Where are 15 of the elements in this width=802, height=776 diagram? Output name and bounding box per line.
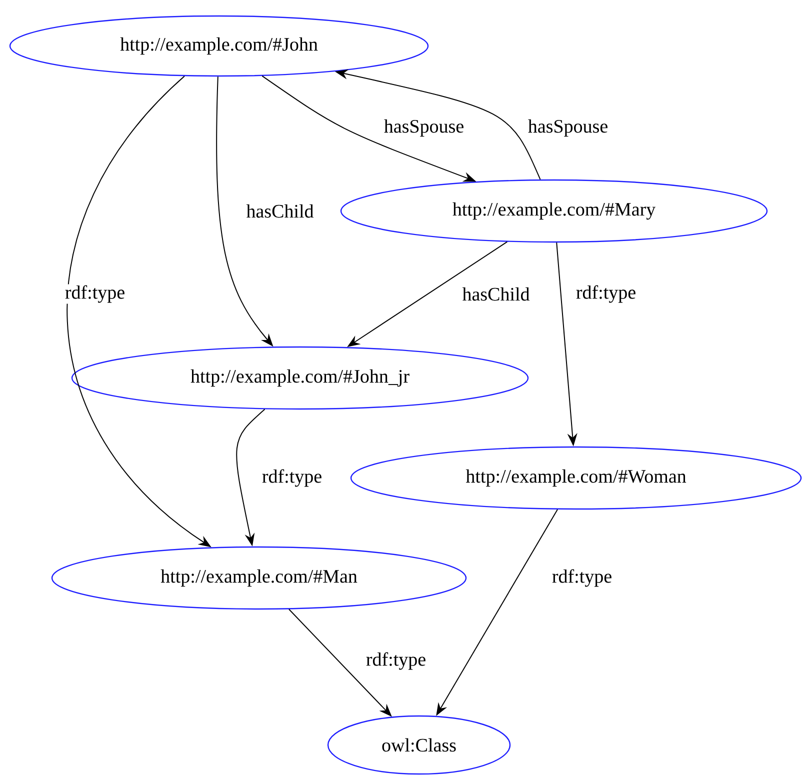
edge-label: rdf:type [64,284,126,304]
edge-label: rdf:type [260,468,324,488]
edge-label: hasChild [245,203,315,219]
edge-label: hasSpouse [526,118,610,138]
ellipse-node: http://example.com/#Mary [340,179,768,243]
edge-label: rdf:type [550,568,614,588]
ellipse-node: http://example.com/#John_jr [71,346,529,410]
edge-label: hasSpouse [382,118,466,138]
ellipse-node: http://example.com/#Man [51,546,467,610]
edge-label: rdf:type [574,284,638,304]
edge-label: rdf:type [364,651,428,671]
ellipse-node: http://example.com/#John [9,15,429,77]
ellipse-node: http://example.com/#Woman [350,446,802,510]
ellipse-node: owl:Class [327,715,511,775]
edge-label: hasChild [461,286,531,302]
